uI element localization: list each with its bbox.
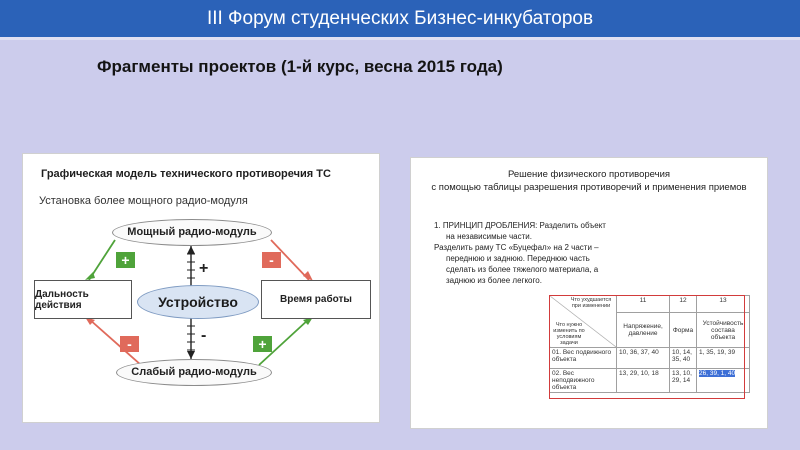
axis-arrow-up [187, 246, 195, 254]
col-name: Устойчивость состава объекта [696, 312, 750, 348]
resolution-panel: Решение физического противоречия с помощ… [410, 157, 768, 429]
text-line: 1. ПРИНЦИП ДРОБЛЕНИЯ: Разделить объект [434, 221, 606, 230]
text-line: сделать из более тяжелого материала, а [446, 265, 599, 274]
text-line: переднюю и заднюю. Переднюю часть [446, 254, 590, 263]
row-label: 02. Вес неподвижного объекта [549, 368, 617, 393]
minus-badge-top: - [262, 252, 281, 268]
model-title: Графическая модель технического противор… [41, 168, 331, 180]
table-cell: 13, 10, 29, 14 [669, 368, 697, 393]
model-subtitle: Установка более мощного радио-модуля [39, 195, 248, 207]
page-subtitle: Фрагменты проектов (1-й курс, весна 2015… [97, 57, 503, 76]
green-arrowhead-top [85, 272, 95, 280]
text-line: Разделить раму ТС «Буцефал» на 2 части – [434, 243, 599, 252]
red-arrow-top [270, 239, 310, 281]
resolution-heading: Решение физического противоречия с помощ… [411, 168, 767, 194]
runtime-box: Время работы [261, 280, 371, 319]
col-name: Форма [669, 312, 697, 348]
minus-sign: - [201, 327, 207, 344]
resolution-heading-line2: с помощью таблицы разрешения противоречи… [431, 182, 747, 193]
table-corner-cell: Что ухудшается при изменении Что нужно и… [549, 295, 617, 348]
range-box: Дальность действия [34, 280, 132, 319]
table-row: 01. Вес подвижного объекта 10, 36, 37, 4… [549, 347, 750, 369]
header-banner: III Форум студенческих Бизнес-инкубаторо… [0, 0, 800, 37]
col-name: Напряжение, давление [616, 312, 670, 348]
resolution-text: 1. ПРИНЦИП ДРОБЛЕНИЯ: Разделить объект н… [434, 220, 606, 286]
highlighted-cell-value: 26, 39, 1, 40 [699, 370, 736, 377]
plus-badge-bottom: + [253, 336, 272, 352]
table-cell: 26, 39, 1, 40 [696, 368, 750, 393]
plus-sign: + [199, 260, 209, 277]
text-line: на независимые части. [446, 232, 532, 241]
red-arrowhead-bottom [85, 317, 95, 325]
col-number: 12 [669, 295, 697, 313]
axis-arrow-down [187, 351, 195, 359]
green-arrowhead-bottom [303, 317, 313, 325]
table-row: 02. Вес неподвижного объекта 13, 29, 10,… [549, 368, 750, 393]
green-arrow-bottom [258, 318, 310, 366]
table-cell: 1, 35, 19, 39 [696, 347, 750, 369]
col-number: 11 [616, 295, 670, 313]
table-header-row: Что ухудшается при изменении Что нужно и… [549, 295, 750, 348]
header-divider [0, 37, 800, 40]
plus-badge-top: + [116, 252, 135, 268]
corner-top-label: Что ухудшается при изменении [570, 297, 612, 309]
text-line: заднюю из более легкого. [446, 276, 542, 285]
contradiction-table: Что ухудшается при изменении Что нужно и… [549, 295, 750, 393]
resolution-heading-line1: Решение физического противоречия [507, 169, 671, 180]
red-arrow-bottom [88, 318, 142, 366]
weak-module-oval: Слабый радио-модуль [116, 359, 272, 386]
col-number: 13 [696, 295, 750, 313]
model-connectors [85, 239, 313, 366]
corner-bottom-label: Что нужно изменить по условиям задачи [553, 322, 585, 346]
table-cell: 10, 14, 35, 40 [669, 347, 697, 369]
row-label: 01. Вес подвижного объекта [549, 347, 617, 369]
contradiction-model-panel: Графическая модель технического противор… [22, 153, 380, 423]
minus-badge-bottom: - [120, 336, 139, 352]
red-arrowhead-top [303, 271, 313, 281]
strong-module-oval: Мощный радио-модуль [112, 219, 272, 246]
device-oval: Устройство [137, 285, 259, 319]
table-cell: 10, 36, 37, 40 [616, 347, 670, 369]
table-cell: 13, 29, 10, 18 [616, 368, 670, 393]
header-title: III Форум студенческих Бизнес-инкубаторо… [206, 8, 594, 29]
